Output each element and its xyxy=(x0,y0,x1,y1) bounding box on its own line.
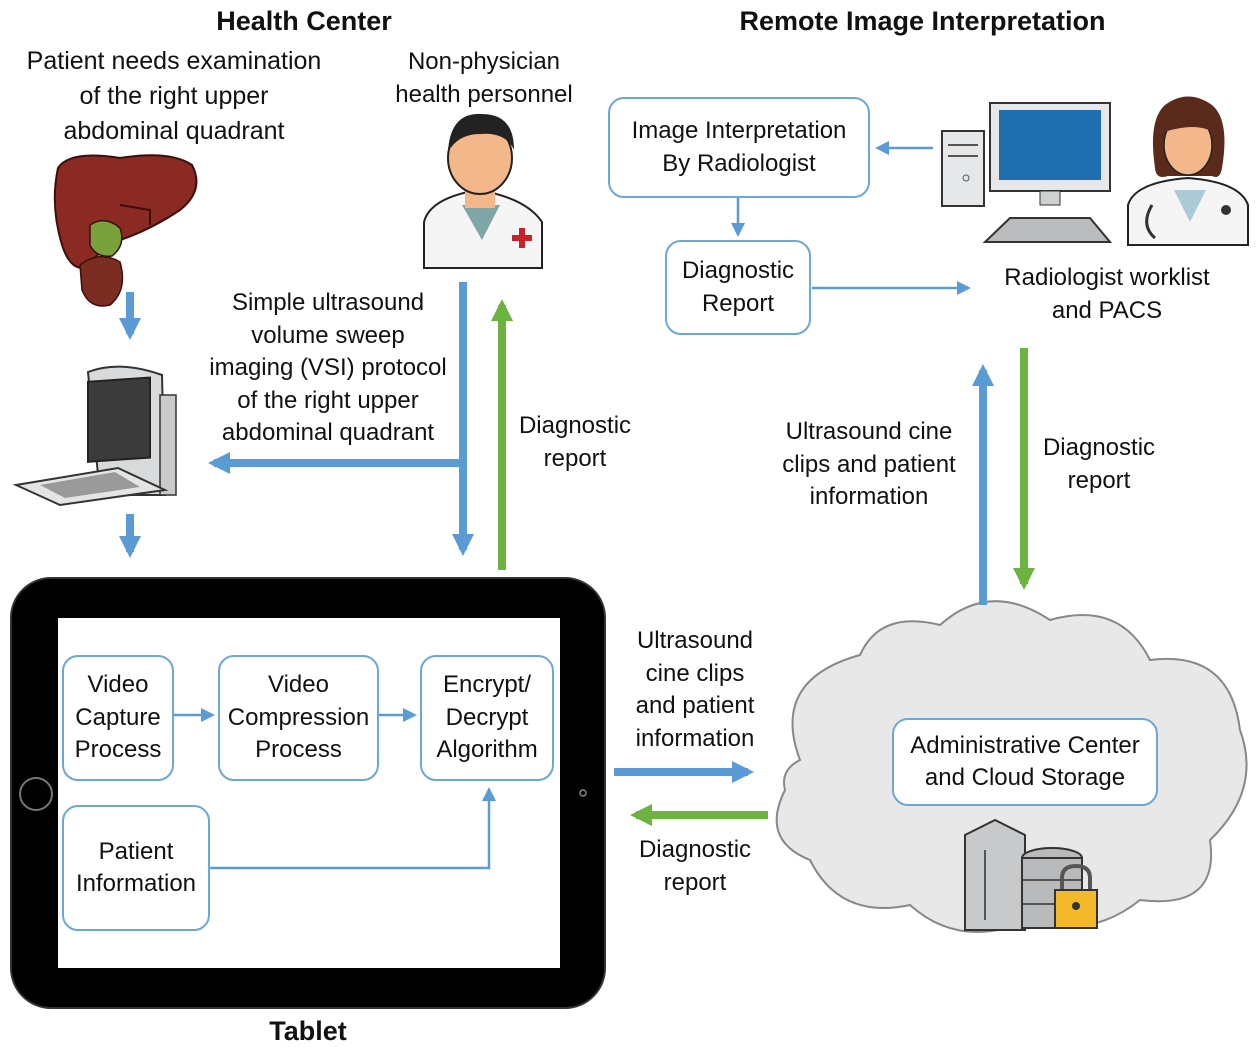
video-compression-box: Video Compression Process xyxy=(218,655,379,781)
computer-workstation-icon xyxy=(941,102,1113,243)
tablet-title: Tablet xyxy=(269,1016,347,1046)
health-center-title: Health Center xyxy=(216,6,392,36)
image-interpretation-box: Image Interpretation By Radiologist xyxy=(608,97,870,198)
video-capture-box: Video Capture Process xyxy=(62,655,174,781)
remote-interpretation-title: Remote Image Interpretation xyxy=(739,6,1106,36)
non-physician-label: Non-physician health personnel xyxy=(395,48,573,108)
tablet-home-button[interactable] xyxy=(19,777,53,811)
cine-clips-label-transfer: Ultrasound cine clips and patient inform… xyxy=(635,627,755,752)
tablet-camera xyxy=(579,789,587,797)
server-lock-icon xyxy=(964,818,1098,931)
vsi-protocol-label: Simple ultrasound volume sweep imaging (… xyxy=(209,289,447,446)
health-personnel-icon xyxy=(423,113,543,269)
patient-needs-label: Patient needs examination of the right u… xyxy=(26,47,322,145)
liver-icon xyxy=(53,154,198,307)
diagnostic-report-label-transfer: Diagnostic report xyxy=(638,836,752,896)
radiologist-worklist-label: Radiologist worklist and PACS xyxy=(1004,264,1210,324)
radiologist-icon xyxy=(1127,96,1249,246)
patient-information-box: Patient Information xyxy=(62,805,210,931)
admin-cloud-storage-box: Administrative Center and Cloud Storage xyxy=(892,718,1158,806)
diagnostic-report-label-left: Diagnostic report xyxy=(518,412,632,472)
diagnostic-report-box: Diagnostic Report xyxy=(665,240,811,335)
diagnostic-report-label-remote: Diagnostic report xyxy=(1042,434,1156,494)
cine-clips-label-remote: Ultrasound cine clips and patient inform… xyxy=(782,418,956,510)
arrow-patient-to-encrypt xyxy=(210,787,496,870)
encrypt-decrypt-box: Encrypt/ Decrypt Algorithm xyxy=(420,655,554,781)
ultrasound-machine-icon xyxy=(12,365,177,507)
